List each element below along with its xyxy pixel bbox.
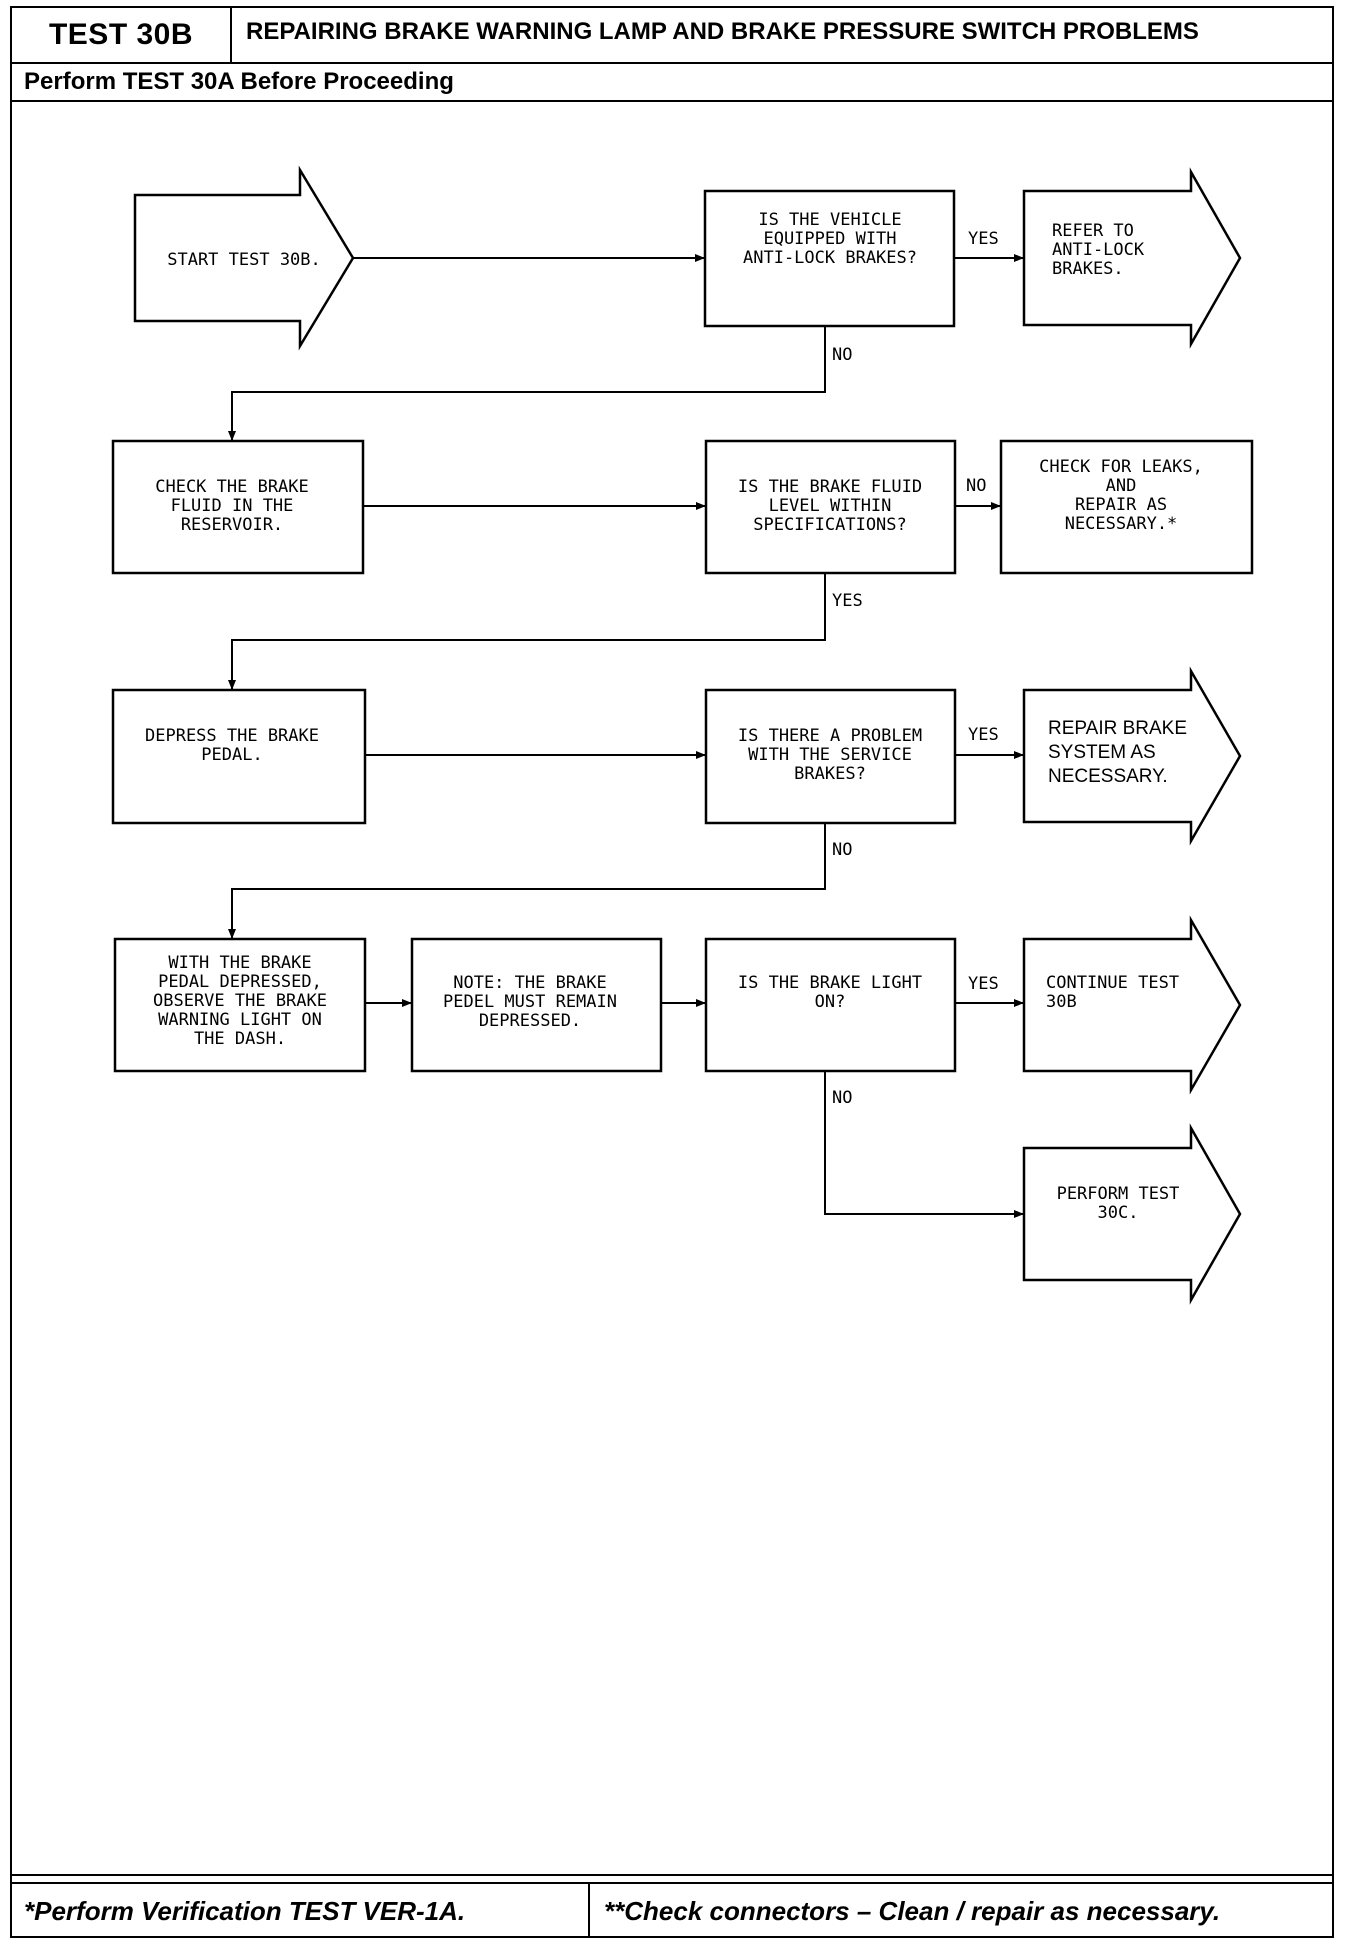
node-label-line: EQUIPPED WITH — [763, 229, 896, 249]
observe-light-box — [113, 937, 367, 1073]
perform-30c-arrow-shape — [1022, 1123, 1242, 1305]
node-label-line: WARNING LIGHT ON — [158, 1010, 322, 1030]
test-id: TEST 30B — [10, 6, 232, 64]
node-label-line: FLUID IN THE — [171, 496, 294, 516]
connector-light-no — [824, 1071, 1024, 1218]
footer-divider — [10, 1874, 1334, 1876]
node-label-line: CHECK THE BRAKE — [155, 477, 309, 497]
edge-label-no: NO — [966, 476, 986, 496]
node-label-line: REPAIR AS — [1075, 495, 1167, 515]
node-label-line: NECESSARY.* — [1065, 514, 1178, 534]
edge-label-no: NO — [832, 1088, 852, 1108]
node-label-line: 30B — [1046, 992, 1077, 1012]
node-label-line: CONTINUE TEST — [1046, 973, 1179, 993]
start-label: START TEST 30B. — [167, 250, 321, 270]
connector-level-yes — [228, 573, 826, 690]
node-label-line: ON? — [815, 992, 846, 1012]
node-label-line: NOTE: THE BRAKE — [453, 973, 607, 993]
node-label-line: CHECK FOR LEAKS, — [1039, 457, 1203, 477]
check-leaks-box — [999, 439, 1254, 575]
node-label-line: BRAKES? — [794, 764, 866, 784]
node-label-line: BRAKES. — [1052, 259, 1124, 279]
node-label-line: SYSTEM AS — [1048, 742, 1156, 763]
edge-label-no: NO — [832, 345, 852, 365]
node-label-line: IS THE BRAKE FLUID — [738, 477, 922, 497]
node-label-line: 30C. — [1098, 1203, 1139, 1223]
edge-label-no: NO — [832, 840, 852, 860]
node-label-line: OBSERVE THE BRAKE — [153, 991, 327, 1011]
note-pedal-box — [410, 937, 663, 1073]
depress-pedal-box — [111, 688, 367, 825]
node-label-line: PEDEL MUST REMAIN — [443, 992, 617, 1012]
edge-label-yes: YES — [968, 974, 999, 994]
node-label-line: START TEST 30B. — [167, 250, 321, 270]
node-label-line: SPECIFICATIONS? — [753, 515, 907, 535]
edge-label-yes: YES — [968, 229, 999, 249]
node-label-line: AND — [1106, 476, 1137, 496]
connector-service-no — [228, 823, 826, 939]
page-subtitle: Perform TEST 30A Before Proceeding — [10, 64, 1334, 102]
node-label-line: PEDAL DEPRESSED, — [158, 972, 322, 992]
footer-connectors-note: **Check connectors – Clean / repair as n… — [590, 1882, 1334, 1938]
node-label-line: ANTI-LOCK BRAKES? — [743, 248, 917, 268]
connector-antilock-no — [228, 326, 826, 441]
node-label-line: DEPRESS THE BRAKE — [145, 726, 319, 746]
node-label-line: PEDAL. — [201, 745, 262, 765]
node-label-line: ANTI-LOCK — [1052, 240, 1145, 260]
continue-test-arrow-shape — [1022, 915, 1242, 1095]
node-label-line: IS THE BRAKE LIGHT — [738, 973, 922, 993]
repair-brake-arrow-shape — [1022, 666, 1242, 846]
page-title: REPAIRING BRAKE WARNING LAMP AND BRAKE P… — [232, 6, 1334, 64]
brake-light-question-box — [704, 937, 957, 1073]
start-arrow-shape — [133, 165, 355, 351]
service-brakes-question-box — [704, 688, 957, 825]
node-label-line: REFER TO — [1052, 221, 1134, 241]
edge-label-yes: YES — [968, 725, 999, 745]
edge-label-yes: YES — [832, 591, 863, 611]
repair-brake-label: REPAIR BRAKE SYSTEM AS NECESSARY. — [1048, 718, 1187, 787]
node-label-line: REPAIR BRAKE — [1048, 718, 1187, 739]
node-label-line: LEVEL WITHIN — [769, 496, 892, 516]
footer-verification-note: *Perform Verification TEST VER-1A. — [10, 1882, 590, 1938]
refer-antilock-arrow-shape — [1022, 167, 1242, 349]
node-label-line: RESERVOIR. — [181, 515, 283, 535]
node-label-line: IS THERE A PROBLEM — [738, 726, 922, 746]
node-label-line: PERFORM TEST — [1057, 1184, 1180, 1204]
node-label-line: IS THE VEHICLE — [758, 210, 901, 230]
node-label-line: THE DASH. — [194, 1029, 286, 1049]
node-label-line: WITH THE SERVICE — [748, 745, 912, 765]
node-label-line: DEPRESSED. — [479, 1011, 581, 1031]
node-label-line: WITH THE BRAKE — [168, 953, 311, 973]
node-label-line: NECESSARY. — [1048, 766, 1168, 787]
